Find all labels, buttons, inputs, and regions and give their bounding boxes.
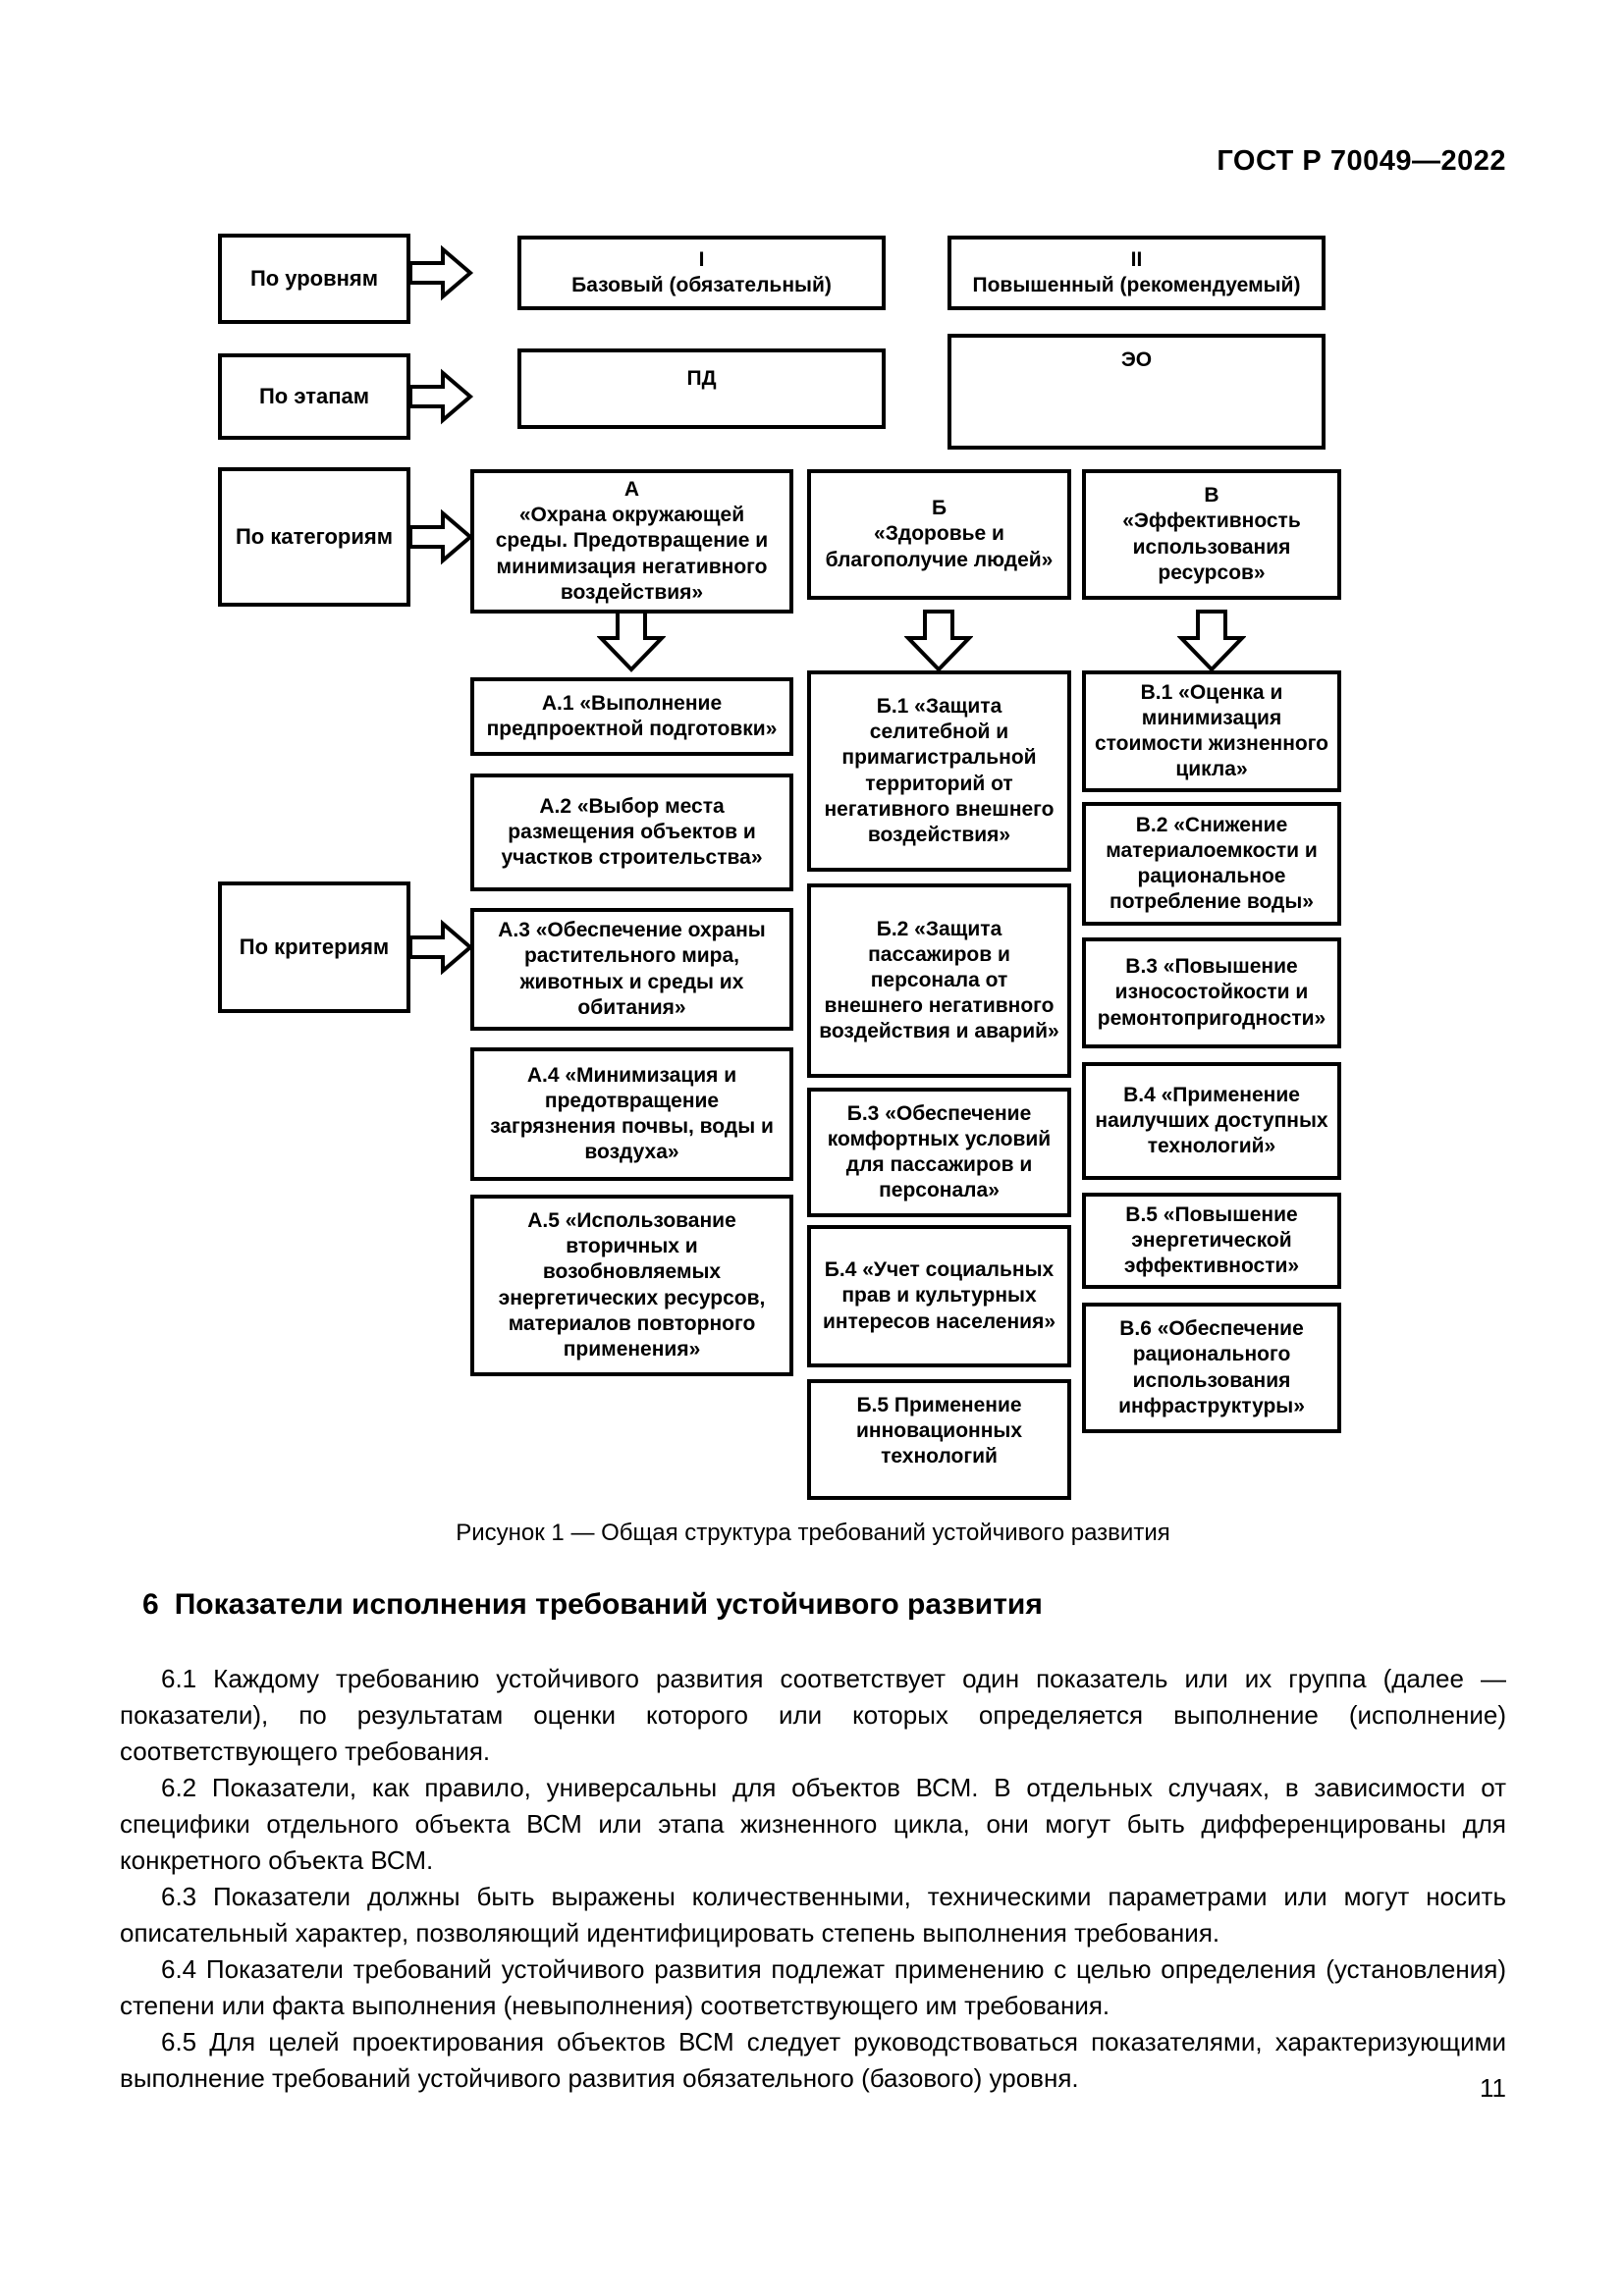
category-name: «Охрана окружающей среды. Предотвращение… [495,504,769,604]
flow-arrow-down-icon [597,610,666,672]
figure-caption: Рисунок 1 — Общая структура требований у… [456,1520,1170,1546]
criterion-box-v1: В.1 «Оценка и минимизация стоимости жизн… [1082,670,1341,792]
paragraph-6-4: 6.4 Показатели требований устойчивого ра… [120,1954,1506,2020]
flow-arrow-down-icon [904,610,973,672]
level-box-2: II Повышенный (рекомендуемый) [947,236,1326,310]
criterion-box-b4: Б.4 «Учет социальных прав и культурных и… [807,1225,1071,1367]
criterion-box-v2: В.2 «Снижение материалоемкости и рациона… [1082,802,1341,926]
criterion-box-v6: В.6 «Обеспечение рационального использов… [1082,1303,1341,1433]
level-code: II [1130,247,1143,271]
criterion-box-a2: А.2 «Выбор места размещения объектов и у… [470,774,793,891]
criterion-box-v5: В.5 «Повышение энергетической эффективно… [1082,1193,1341,1289]
category-code: В [1204,484,1219,507]
standard-code: ГОСТ Р 70049—2022 [1217,145,1506,177]
level-name: Базовый (обязательный) [571,274,832,296]
section-title: Показатели исполнения требований устойчи… [174,1588,1043,1621]
criterion-box-b1: Б.1 «Защита селитебной и примагистрально… [807,670,1071,872]
section-number: 6 [142,1588,159,1621]
flow-arrow-right-icon [408,508,474,565]
paragraph-6-2: 6.2 Показатели, как правило, универсальн… [120,1773,1506,1875]
category-box-b: Б «Здоровье и благополучие людей» [807,469,1071,600]
criterion-box-v3: В.3 «Повышение износостойкости и ремонто… [1082,937,1341,1048]
paragraph-6-3: 6.3 Показатели должны быть выражены коли… [120,1882,1506,1948]
stage-box-eo: ЭО [947,334,1326,450]
criterion-box-a5: А.5 «Использование вторичных и возобновл… [470,1195,793,1376]
flow-arrow-right-icon [408,368,474,425]
criterion-box-b3: Б.3 «Обеспечение комфортных условий для … [807,1088,1071,1217]
axis-label-categories: По категориям [218,467,410,607]
paragraph-6-1: 6.1 Каждому требованию устойчивого разви… [120,1664,1506,1766]
level-box-1: I Базовый (обязательный) [517,236,886,310]
criterion-box-b5: Б.5 Применение инновационных технологий [807,1379,1071,1500]
flow-arrow-right-icon [408,919,474,976]
category-box-v: В «Эффективность использования ресурсов» [1082,469,1341,600]
category-code: А [623,478,640,502]
category-box-a: А «Охрана окружающей среды. Предотвращен… [470,469,793,614]
flow-arrow-right-icon [408,244,474,301]
criterion-box-b2: Б.2 «Защита пассажиров и персонала от вн… [807,883,1071,1078]
criterion-box-v4: В.4 «Применение наилучших доступных техн… [1082,1062,1341,1180]
level-code: I [698,247,705,271]
stage-box-pd: ПД [517,348,886,429]
section-heading: 6 Показатели исполнения требований устойч… [142,1588,1497,1622]
level-name: Повышенный (рекомендуемый) [972,274,1301,296]
section-body: 6.1 Каждому требованию устойчивого разви… [120,1661,1506,2097]
flow-arrow-down-icon [1177,610,1246,672]
axis-label-criteria: По критериям [218,881,410,1013]
criterion-box-a3: А.3 «Обеспечение охраны растительного ми… [470,908,793,1031]
paragraph-6-5: 6.5 Для целей проектирования объектов ВС… [120,2027,1506,2093]
category-name: «Эффективность использования ресурсов» [1122,509,1301,584]
criterion-box-a4: А.4 «Минимизация и предотвращение загряз… [470,1047,793,1181]
axis-label-stages: По этапам [218,353,410,440]
criterion-box-a1: А.1 «Выполнение предпроектной подготовки… [470,677,793,756]
page-number: 11 [1480,2073,1506,2103]
category-name: «Здоровье и благополучие людей» [825,522,1054,571]
axis-label-levels: По уровням [218,234,410,324]
category-code: Б [931,497,947,520]
